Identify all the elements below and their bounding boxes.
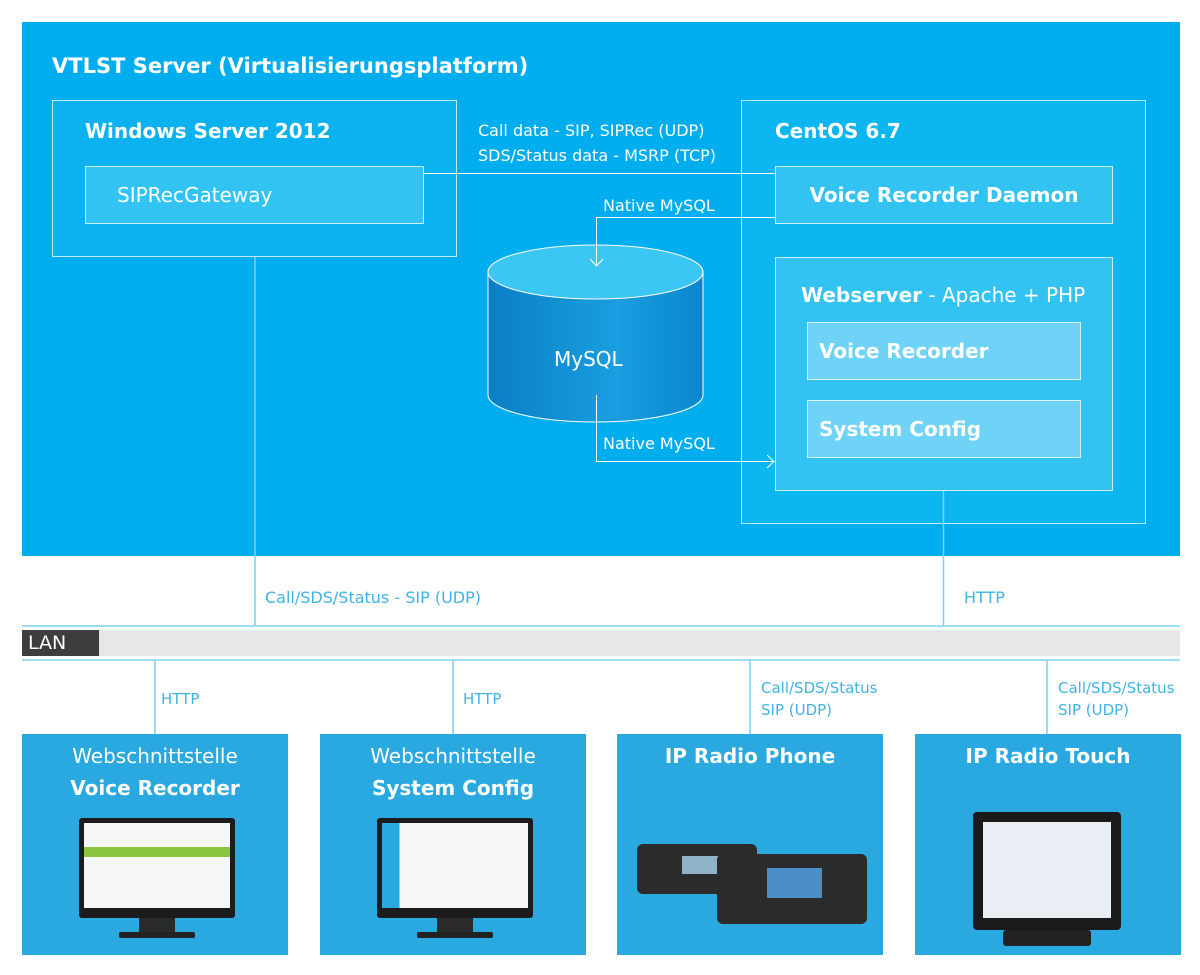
lan-bar [22, 630, 1180, 656]
daemon-mysql-line [596, 217, 775, 266]
webserver-stack: - Apache + PHP [922, 283, 1086, 307]
arrow-down-icon [589, 258, 604, 267]
lan-label: LAN [22, 630, 99, 656]
mysql-cylinder [487, 244, 704, 423]
siprec-gateway-label: SIPRecGateway [117, 183, 273, 207]
lan-http-label: HTTP [964, 588, 1005, 607]
mysql-label: MySQL [554, 347, 623, 371]
radio-phone-image-2 [717, 854, 867, 924]
webserver-name: Webserver [801, 283, 923, 307]
device-system-config-web: Webschnittstelle System Config [320, 734, 586, 955]
siprec-gateway-box [85, 166, 424, 224]
arrow-right-icon [766, 454, 775, 469]
device-4-link-1: Call/SDS/Status [1058, 679, 1175, 697]
native-mysql-label-1: Native MySQL [603, 196, 715, 215]
webserver-title: Webserver - Apache + PHP [801, 283, 1085, 307]
voice-recorder-daemon-label: Voice Recorder Daemon [809, 183, 1079, 207]
device-4-link-2: SIP (UDP) [1058, 701, 1130, 719]
device-voice-recorder-web: Webschnittstelle Voice Recorder [22, 734, 288, 955]
centos-title: CentOS 6.7 [775, 119, 901, 143]
system-config-label: System Config [819, 417, 982, 441]
device-ip-radio-phone: IP Radio Phone [617, 734, 883, 955]
touch-panel-image [973, 812, 1121, 930]
mysql-webserver-line [596, 395, 774, 462]
device-title: Webschnittstelle [370, 744, 536, 768]
device-1-link: HTTP [161, 690, 200, 708]
voice-recorder-label: Voice Recorder [819, 339, 989, 363]
device-3-link-2: SIP (UDP) [761, 701, 833, 719]
monitor-image [79, 818, 235, 938]
device-title: Webschnittstelle [72, 744, 238, 768]
system-config-box [807, 400, 1081, 458]
voice-recorder-box [807, 322, 1081, 380]
windows-server-title: Windows Server 2012 [85, 119, 331, 143]
device-title: IP Radio Touch [965, 744, 1131, 768]
voice-recorder-daemon-box [775, 166, 1113, 224]
device-subtitle: System Config [371, 776, 535, 800]
call-data-label: Call data - SIP, SIPRec (UDP) [478, 121, 705, 140]
device-subtitle: Voice Recorder [70, 776, 240, 800]
device-title: IP Radio Phone [664, 744, 836, 768]
sds-data-label: SDS/Status data - MSRP (TCP) [478, 146, 717, 165]
lan-sip-label: Call/SDS/Status - SIP (UDP) [265, 588, 481, 607]
touch-panel-stand [1003, 930, 1091, 946]
device-3-link-1: Call/SDS/Status [761, 679, 878, 697]
server-title: VTLST Server (Virtualisierungsplatform) [52, 54, 529, 78]
device-2-link: HTTP [463, 690, 502, 708]
monitor-image [377, 818, 533, 938]
device-ip-radio-touch: IP Radio Touch [915, 734, 1181, 955]
native-mysql-label-2: Native MySQL [603, 434, 715, 453]
